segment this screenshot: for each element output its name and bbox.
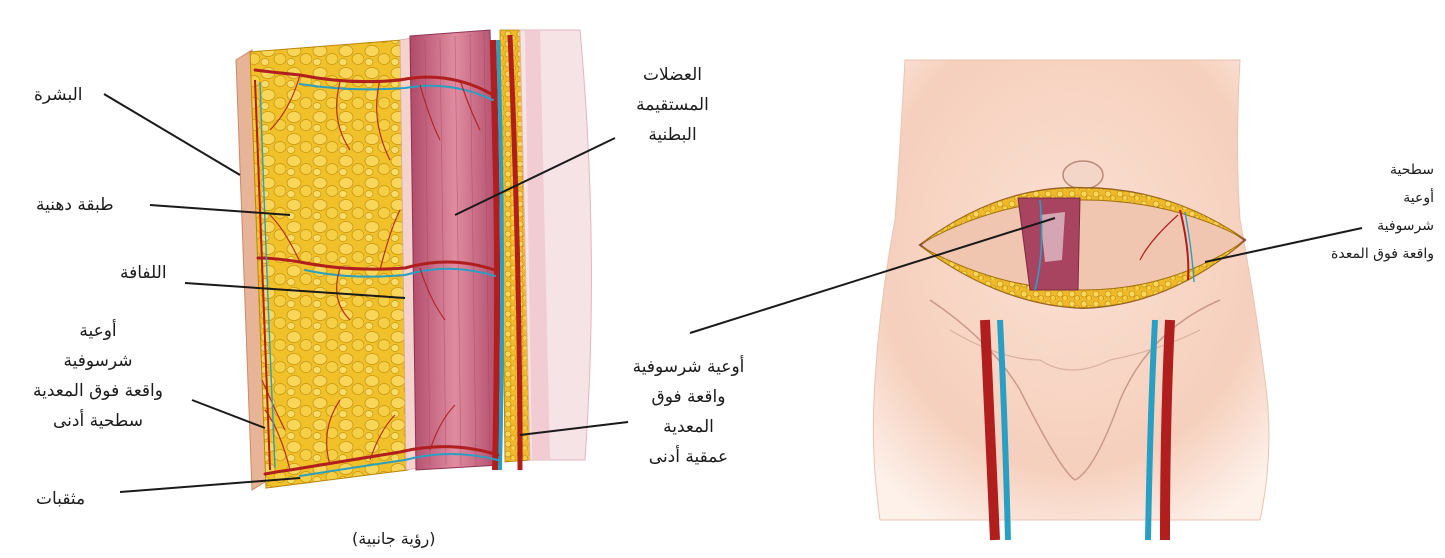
- leader-epidermis: [104, 94, 240, 175]
- label-fascia: اللفافة: [120, 258, 167, 288]
- label-deep-inferior-epigastric: أوعية شرسوفية واقعة فوق المعدية عمقية أد…: [616, 352, 761, 472]
- label-epidermis: البشرة: [34, 80, 83, 110]
- caption-lateral-view: (رؤية جانبية): [352, 524, 436, 554]
- front-view: [873, 60, 1269, 540]
- cross-section-view: [236, 30, 591, 490]
- label-perforators: مثقبات: [36, 484, 85, 514]
- label-superficial-inferior-epigastric: أوعية شرسوفية واقعة فوق المعدية سطحية أد…: [10, 316, 186, 436]
- label-fat-layer: طبقة دهنية: [36, 190, 114, 220]
- label-superficial-epigastric-front: سطحية أوعية شرسوفية واقعة فوق المعدة: [1300, 156, 1434, 268]
- label-rectus-abdominis: العضلات المستقيمة البطنية: [600, 60, 745, 150]
